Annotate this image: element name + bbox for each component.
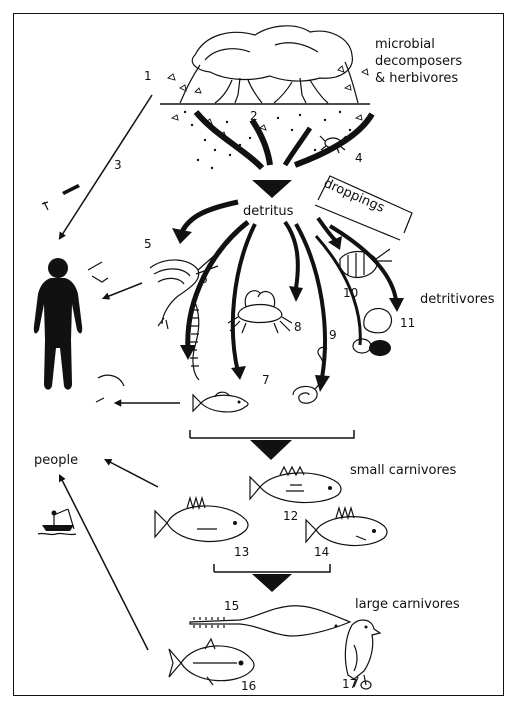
herbivores-label: & herbivores bbox=[375, 71, 458, 86]
number-14: 14 bbox=[314, 545, 329, 559]
number-10: 10 bbox=[343, 286, 358, 300]
number-5: 5 bbox=[144, 237, 152, 251]
fish-icon bbox=[155, 498, 248, 541]
droppings-label: droppings bbox=[321, 176, 386, 216]
boat-icon bbox=[38, 509, 76, 535]
mangrove-tree-icon bbox=[180, 26, 358, 103]
detritus-label: detritus bbox=[243, 204, 294, 219]
crab-icon bbox=[228, 291, 292, 333]
detritivores-label: detritivores bbox=[420, 292, 495, 307]
small-carnivores-label: small carnivores bbox=[350, 463, 457, 478]
microbial-label: microbial bbox=[375, 37, 435, 52]
fish-icon bbox=[306, 508, 387, 546]
number-7: 7 bbox=[262, 373, 270, 387]
number-11: 11 bbox=[400, 316, 415, 330]
bracket-to-large-carnivores bbox=[214, 564, 330, 592]
fish-icon bbox=[193, 392, 248, 412]
fish-icon bbox=[250, 467, 341, 503]
people-label: people bbox=[34, 453, 78, 468]
number-13: 13 bbox=[234, 545, 249, 559]
number-4: 4 bbox=[355, 151, 363, 165]
number-16: 16 bbox=[241, 679, 256, 693]
number-6: 6 bbox=[200, 272, 208, 286]
arrows-from-detritus bbox=[172, 202, 404, 392]
bracket-to-small-carnivores bbox=[190, 430, 354, 460]
number-2: 2 bbox=[250, 109, 258, 123]
number-1: 1 bbox=[144, 69, 152, 83]
number-9: 9 bbox=[329, 328, 337, 342]
number-3: 3 bbox=[114, 158, 122, 172]
sawfish-icon bbox=[190, 606, 350, 636]
number-12: 12 bbox=[283, 509, 298, 523]
number-8: 8 bbox=[294, 320, 302, 334]
decomposers-label: decomposers bbox=[375, 54, 462, 69]
number-15: 15 bbox=[224, 599, 239, 613]
arrows-to-people bbox=[60, 95, 180, 650]
person-silhouette-icon bbox=[34, 258, 82, 390]
large-carnivores-label: large carnivores bbox=[355, 597, 460, 612]
